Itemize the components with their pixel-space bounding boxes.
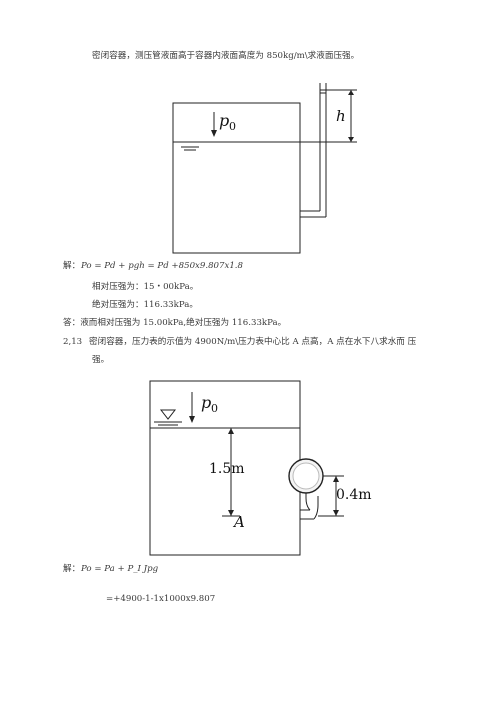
problem1-solution-equation: Po = Pd + pgh = Pd +850x9.807x1.8 — [81, 261, 244, 271]
fig1-p0-subscript: 0 — [229, 120, 236, 133]
problem2-number: 2,13 — [63, 337, 83, 347]
fig1-h-label: h — [336, 107, 346, 125]
fig2-p0-subscript: 0 — [211, 402, 218, 415]
problem1-absolute-pressure: 绝对压强为：116.33kPa。 — [92, 300, 198, 310]
problem2-statement-line1: 密闭容器，压力表的示值为 4900N/m\压力表中心比 A 点高，A 点在水下八… — [89, 337, 417, 347]
free-surface-triangle — [159, 409, 177, 420]
problem2-solution-equation: Po = Pa + P_I Jpg — [81, 564, 159, 574]
problem1-solution-label: 解： — [63, 261, 81, 271]
tank-outline — [172, 102, 301, 254]
problem2-solution-equation-line2: =+4900-1-1x1000x9.807 — [106, 594, 216, 604]
problem2-solution-label: 解： — [63, 564, 81, 574]
problem1-statement: 密闭容器，测压管液面高于容器内液面高度为 850kg/m\求液面压强。 — [92, 51, 360, 61]
problem1-answer: 答：液而相对压强为 15.00kPa,绝对压强为 116.33kPa。 — [63, 318, 287, 328]
fig1-p0-label: p — [219, 111, 229, 130]
fig2-depth-label: 1.5m — [209, 461, 245, 477]
problem1-relative-pressure: 相对压强为：15・00kPa。 — [92, 282, 199, 292]
problem2-statement-line2: 强。 — [92, 355, 110, 365]
fig2-p0-label: p — [201, 393, 211, 412]
fig2-point-A-label: A — [232, 513, 245, 531]
fig2-gauge-height-label: 0.4m — [336, 487, 372, 503]
